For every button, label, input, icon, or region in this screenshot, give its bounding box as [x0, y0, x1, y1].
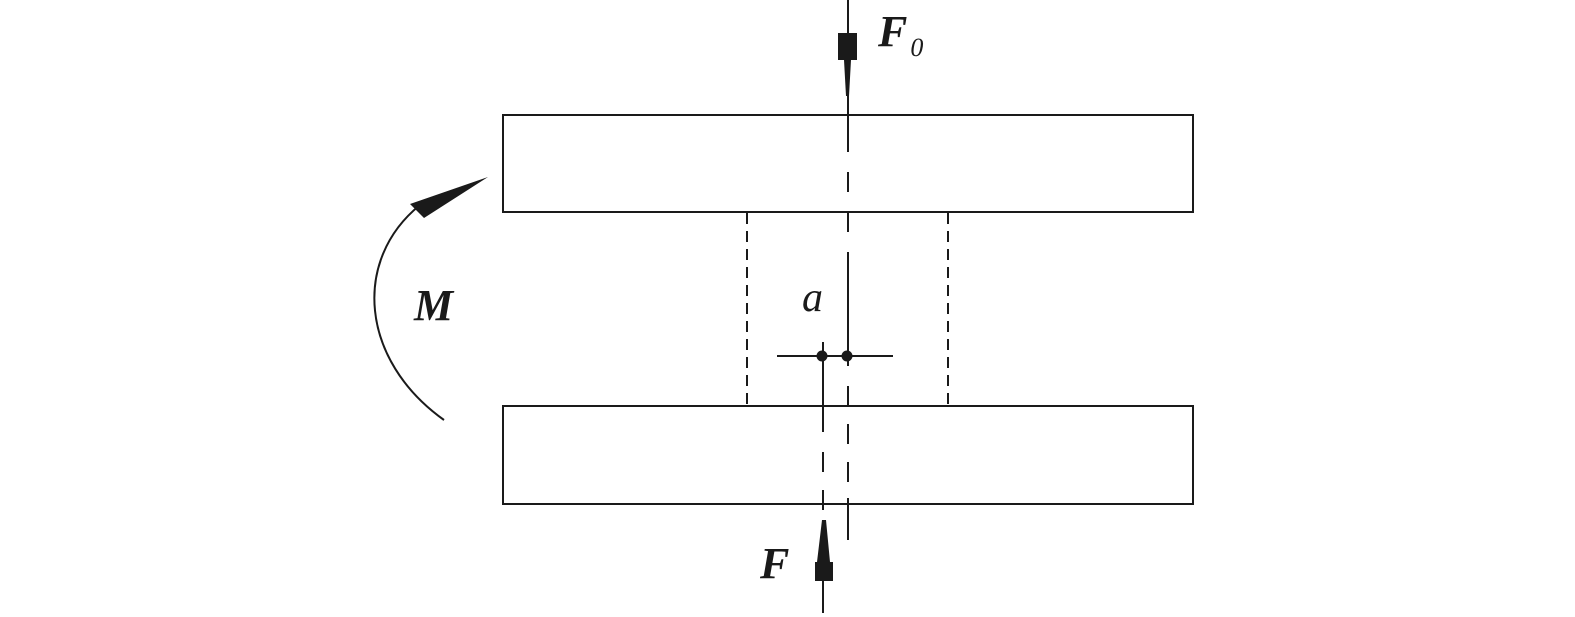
offset-point-right: [841, 350, 853, 362]
bottom-plate: [502, 405, 1194, 505]
moment-arrow-icon: [410, 177, 488, 218]
top-force-arrow-icon: [838, 33, 857, 96]
moment-arc: [373, 204, 445, 421]
offset-label: a: [802, 275, 823, 321]
moment-label: M: [413, 281, 455, 330]
offset-point-left: [816, 350, 828, 362]
bottom-force-arrow-icon: [815, 520, 833, 581]
bottom-force-label: F: [759, 539, 789, 588]
